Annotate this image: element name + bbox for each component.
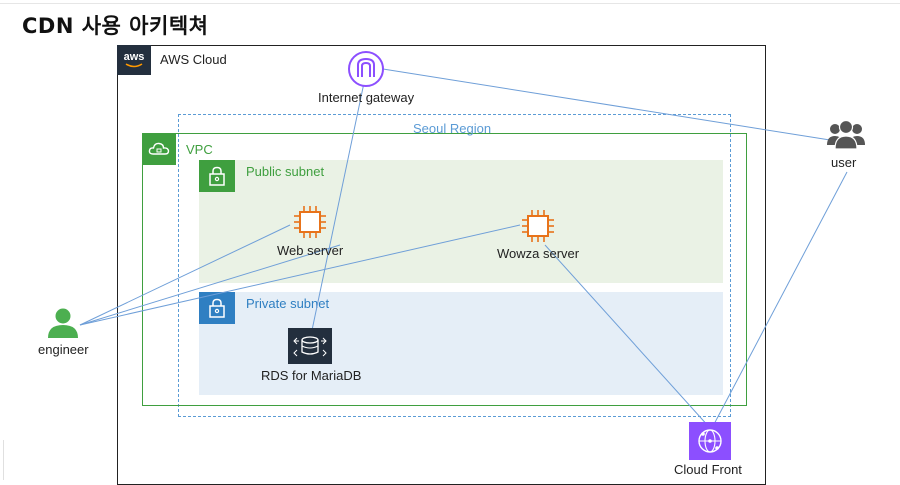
public-subnet-label: Public subnet bbox=[246, 164, 325, 179]
aws-badge-text: aws bbox=[123, 51, 145, 63]
web-server-label: Web server bbox=[277, 243, 344, 258]
vpc-cloud-icon bbox=[142, 133, 176, 165]
cloudfront-label: Cloud Front bbox=[674, 462, 742, 477]
page-title: CDN 사용 아키텍쳐 bbox=[22, 14, 209, 38]
vpc-label: VPC bbox=[186, 142, 213, 157]
user-group-icon bbox=[826, 118, 866, 157]
top-divider bbox=[0, 3, 900, 4]
wowza-server-ec2-icon bbox=[520, 208, 556, 249]
private-subnet-lock-icon bbox=[199, 292, 235, 324]
user-label: user bbox=[831, 155, 857, 170]
web-server-ec2-icon bbox=[292, 204, 328, 245]
private-subnet-label: Private subnet bbox=[246, 296, 330, 311]
left-divider bbox=[3, 440, 4, 480]
aws-cloud-label: AWS Cloud bbox=[160, 52, 227, 67]
rds-database-icon bbox=[288, 328, 332, 369]
public-subnet-lock-icon bbox=[199, 160, 235, 192]
aws-smile-icon bbox=[125, 63, 143, 68]
internet-gateway-icon bbox=[347, 50, 385, 93]
engineer-label: engineer bbox=[38, 342, 89, 357]
wowza-server-label: Wowza server bbox=[497, 246, 580, 261]
engineer-person-icon bbox=[46, 307, 80, 344]
region-label: Seoul Region bbox=[413, 121, 492, 136]
internet-gateway-label: Internet gateway bbox=[318, 90, 415, 105]
rds-label: RDS for MariaDB bbox=[261, 368, 362, 383]
aws-logo-icon: aws bbox=[117, 45, 151, 75]
cloudfront-icon bbox=[689, 422, 731, 465]
